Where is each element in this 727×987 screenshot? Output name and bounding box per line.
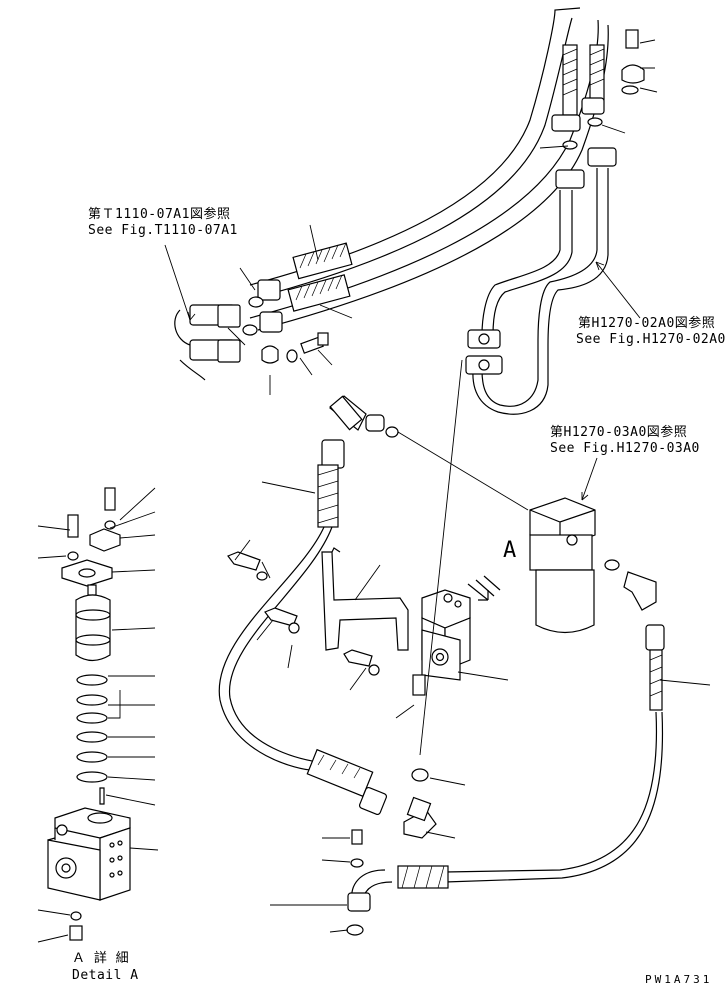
detail-a-exploded (47, 487, 131, 941)
elbow-filter-line (329, 395, 529, 511)
drawing-code: PW1A731 (645, 973, 713, 986)
callout-leaders (37, 39, 711, 943)
ref-h1270-03-en: See Fig.H1270-03A0 (550, 441, 700, 456)
ref-h1270-02-en: See Fig.H1270-02A0 (576, 332, 726, 347)
ref-t1110-en: See Fig.T1110-07A1 (88, 223, 238, 238)
view-marker-a: A (503, 538, 517, 563)
lower-fittings (346, 796, 449, 936)
detail-a-jp: Ａ 詳 細 (72, 951, 130, 966)
ref-t1110-jp: 第Ｔ1110-07A1図参照 (88, 207, 231, 222)
upper-right-fittings (472, 29, 645, 415)
filter-assembly (444, 497, 665, 883)
bracket-assembly (227, 547, 409, 676)
detail-a-en: Detail A (72, 968, 139, 983)
ref-h1270-03-jp: 第H1270-03A0図参照 (550, 425, 688, 440)
reference-leaders (164, 244, 641, 501)
upper-left-fittings (174, 279, 329, 381)
junction-block (465, 329, 503, 375)
left-vertical-hose (218, 439, 388, 816)
ref-h1270-02-jp: 第H1270-02A0図参照 (578, 316, 716, 331)
valve-block (411, 359, 501, 782)
upper-hose-pair (249, 7, 609, 331)
